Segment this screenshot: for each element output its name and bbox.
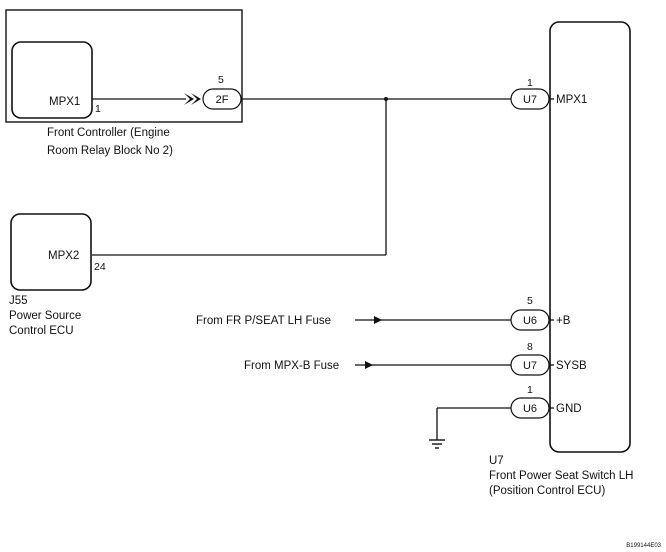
- front-controller: MPX1 1 Front Controller (Engine Room Rel…: [5, 9, 243, 157]
- power-source-ecu-box: [10, 213, 92, 291]
- connector-2f-code: 2F: [216, 94, 229, 106]
- seat-switch-label-line1: Front Power Seat Switch LH: [489, 470, 633, 482]
- terminal-name: SYSB: [556, 360, 587, 372]
- front-controller-label-line2: Room Relay Block No 2): [47, 145, 173, 157]
- power-source-control-ecu: MPX2 24 J55 Power Source Control ECU: [9, 213, 106, 337]
- terminal-u7-sysb: From MPX-B Fuse 8 U7 SYSB: [244, 341, 587, 376]
- connector-chevron-icon-2: [191, 93, 201, 105]
- terminal-connector-code: U7: [523, 94, 537, 106]
- front-controller-outer-box: [5, 9, 243, 123]
- terminal-pin: 5: [527, 295, 533, 307]
- power-source-code: J55: [9, 295, 28, 307]
- connector-2f: 5 2F: [202, 74, 242, 110]
- power-source-label-line2: Control ECU: [9, 325, 74, 337]
- terminal-connector-code: U7: [523, 360, 537, 372]
- front-controller-pin-name: MPX1: [49, 96, 80, 108]
- terminal-connector-code: U6: [523, 403, 537, 415]
- power-source-pin-number: 24: [94, 261, 106, 273]
- seat-switch-label-line2: (Position Control ECU): [489, 485, 605, 497]
- terminal-name: GND: [556, 403, 582, 415]
- terminal-pin: 1: [527, 384, 533, 396]
- terminal-name: +B: [556, 315, 571, 327]
- terminal-u7-mpx1: 1 U7 MPX1: [510, 77, 587, 110]
- figure-code: B199144E03: [626, 543, 661, 549]
- front-controller-ecu-box: [11, 41, 93, 119]
- terminal-u6-gnd: 1 U6 GND: [429, 384, 582, 449]
- seat-switch-box: [549, 21, 631, 453]
- connector-chevron-icon: [184, 93, 194, 105]
- front-controller-label-line1: Front Controller (Engine: [47, 127, 170, 139]
- power-source-pin-name: MPX2: [48, 250, 79, 262]
- arrow-right-icon: [365, 361, 373, 369]
- terminal-pin: 1: [527, 77, 533, 89]
- terminal-connector-code: U6: [523, 315, 537, 327]
- terminal-name: MPX1: [556, 94, 587, 106]
- terminal-u6-b: From FR P/SEAT LH Fuse 5 U6 +B: [196, 295, 571, 331]
- power-source-label-line1: Power Source: [9, 310, 81, 322]
- terminal-source-label: From MPX-B Fuse: [244, 360, 339, 372]
- terminal-pin: 8: [527, 341, 533, 353]
- terminal-source-label: From FR P/SEAT LH Fuse: [196, 315, 331, 327]
- connector-2f-pin: 5: [218, 74, 224, 86]
- seat-switch-code: U7: [489, 455, 504, 467]
- arrow-right-icon: [374, 316, 382, 324]
- front-controller-pin-number: 1: [95, 103, 101, 115]
- ground-icon: [429, 439, 445, 449]
